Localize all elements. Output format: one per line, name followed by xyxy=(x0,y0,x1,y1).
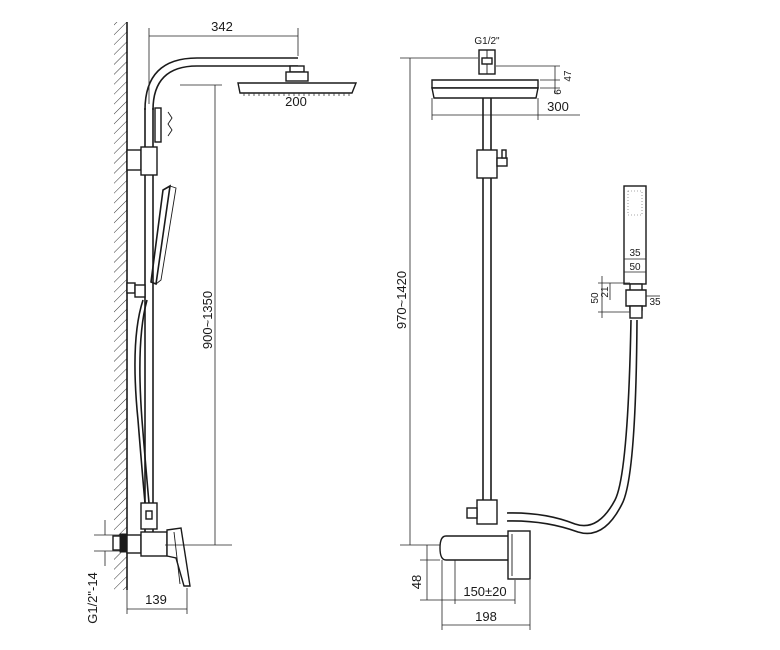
side-wall-bracket-upper xyxy=(126,146,158,176)
side-overhead-head xyxy=(237,65,358,96)
dim-6-label: 6 xyxy=(553,89,564,95)
dim-970-1420-label: 970~1420 xyxy=(394,271,409,329)
dim-900-1350-label: 900~1350 xyxy=(200,291,215,349)
dim-head-thickness: 47 6 xyxy=(496,65,574,95)
dim-holder-35-right: 35 xyxy=(649,297,661,308)
front-riser-pipe xyxy=(466,86,508,525)
head-nozzles xyxy=(243,93,350,96)
dim-arm-reach: 342 xyxy=(148,19,299,104)
dim-holder-35-top: 35 xyxy=(629,248,641,259)
front-top-fitting: G1/2" xyxy=(474,36,500,75)
dim-mixer-width: 198 xyxy=(441,560,531,630)
dim-head-side: 200 xyxy=(285,94,307,109)
dim-riser-front: 970~1420 xyxy=(394,57,478,546)
dim-head-front: 300 xyxy=(431,98,580,120)
dim-47-label: 47 xyxy=(563,70,574,82)
dim-200-label: 200 xyxy=(285,94,307,109)
dim-342-label: 342 xyxy=(211,19,233,34)
dim-holder: 35 50 50 21 35 xyxy=(590,248,661,318)
side-riser-pipe xyxy=(144,57,298,540)
dim-mixer-projection: 139 xyxy=(126,588,188,614)
side-riser-lower-connector xyxy=(140,502,158,530)
dim-holder-21: 21 xyxy=(600,286,611,298)
dim-mixer-height: 48 xyxy=(409,545,455,601)
dim-holder-50-side: 50 xyxy=(590,292,601,304)
dim-thread-label: G1/2" xyxy=(474,36,500,47)
dim-150-label: 150±20 xyxy=(463,584,506,599)
front-hose xyxy=(506,319,638,535)
side-view: 342 200 900~1350 G1/2"-14 139 xyxy=(85,19,358,624)
dim-inlet-centers: 150±20 xyxy=(454,560,516,604)
dim-48-label: 48 xyxy=(409,575,424,589)
side-mixer xyxy=(112,527,191,587)
dim-riser-side: 900~1350 xyxy=(165,84,232,546)
front-mixer xyxy=(439,530,531,580)
front-overhead-head xyxy=(431,79,539,99)
dim-139-label: 139 xyxy=(145,592,167,607)
dim-holder-50-top: 50 xyxy=(629,262,641,273)
front-view: G1/2" 47 6 300 970~1420 xyxy=(394,36,661,630)
dim-198-label: 198 xyxy=(475,609,497,624)
dim-300-label: 300 xyxy=(547,99,569,114)
wall-hatching xyxy=(114,22,128,590)
side-hand-shower xyxy=(134,184,177,504)
side-slide-bar-bracket xyxy=(126,282,146,298)
dim-mixer-connection: G1/2"-14 xyxy=(85,520,122,624)
dim-g12-14-label: G1/2"-14 xyxy=(85,572,100,624)
front-hand-shower xyxy=(623,185,647,319)
